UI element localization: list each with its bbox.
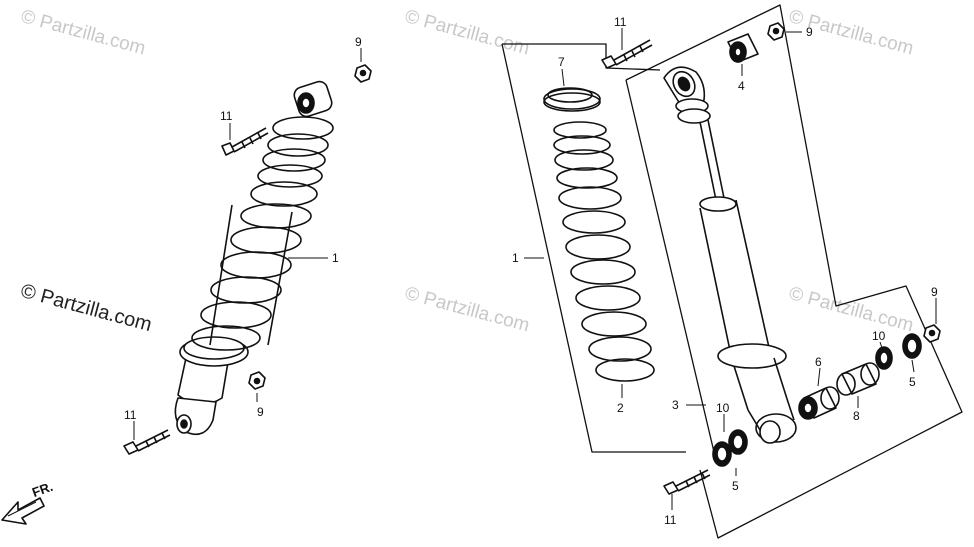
bolt-icon — [123, 429, 171, 455]
nut-icon — [923, 324, 941, 343]
callout-1: 1 — [332, 251, 339, 265]
callout-5: 5 — [732, 479, 739, 493]
nut-icon — [248, 371, 266, 390]
callout-3: 3 — [672, 398, 679, 412]
collar — [836, 362, 880, 396]
bushing — [727, 33, 759, 63]
callout-7: 7 — [558, 55, 565, 69]
damper-unit — [663, 66, 797, 444]
washer — [712, 441, 732, 467]
washer — [728, 429, 748, 455]
callout-4: 4 — [738, 79, 745, 93]
callout-6: 6 — [815, 355, 822, 369]
callout-5: 5 — [909, 375, 916, 389]
shock-absorber-assembly — [174, 80, 334, 436]
nut-icon — [767, 22, 785, 41]
callout-2: 2 — [617, 401, 624, 415]
collar — [798, 386, 840, 420]
callout-11: 11 — [220, 109, 233, 123]
front-arrow-icon — [1, 497, 45, 525]
callout-11: 11 — [614, 15, 627, 29]
callout-9: 9 — [806, 25, 813, 39]
spring-seat — [543, 87, 601, 112]
callout-9: 9 — [257, 405, 264, 419]
coil-spring — [553, 121, 655, 382]
callout-9: 9 — [355, 35, 362, 49]
bolt-icon — [601, 39, 653, 69]
washer — [875, 346, 893, 370]
callout-11: 11 — [124, 408, 137, 422]
callout-10: 10 — [716, 401, 730, 415]
bolt-icon — [221, 127, 269, 156]
callout-10: 10 — [872, 329, 886, 343]
nut-icon — [354, 64, 372, 83]
callout-11: 11 — [664, 513, 677, 527]
washer — [902, 333, 922, 359]
callout-8: 8 — [853, 409, 860, 423]
callout-1: 1 — [512, 251, 519, 265]
callout-9: 9 — [931, 285, 938, 299]
bolt-icon — [663, 469, 711, 495]
